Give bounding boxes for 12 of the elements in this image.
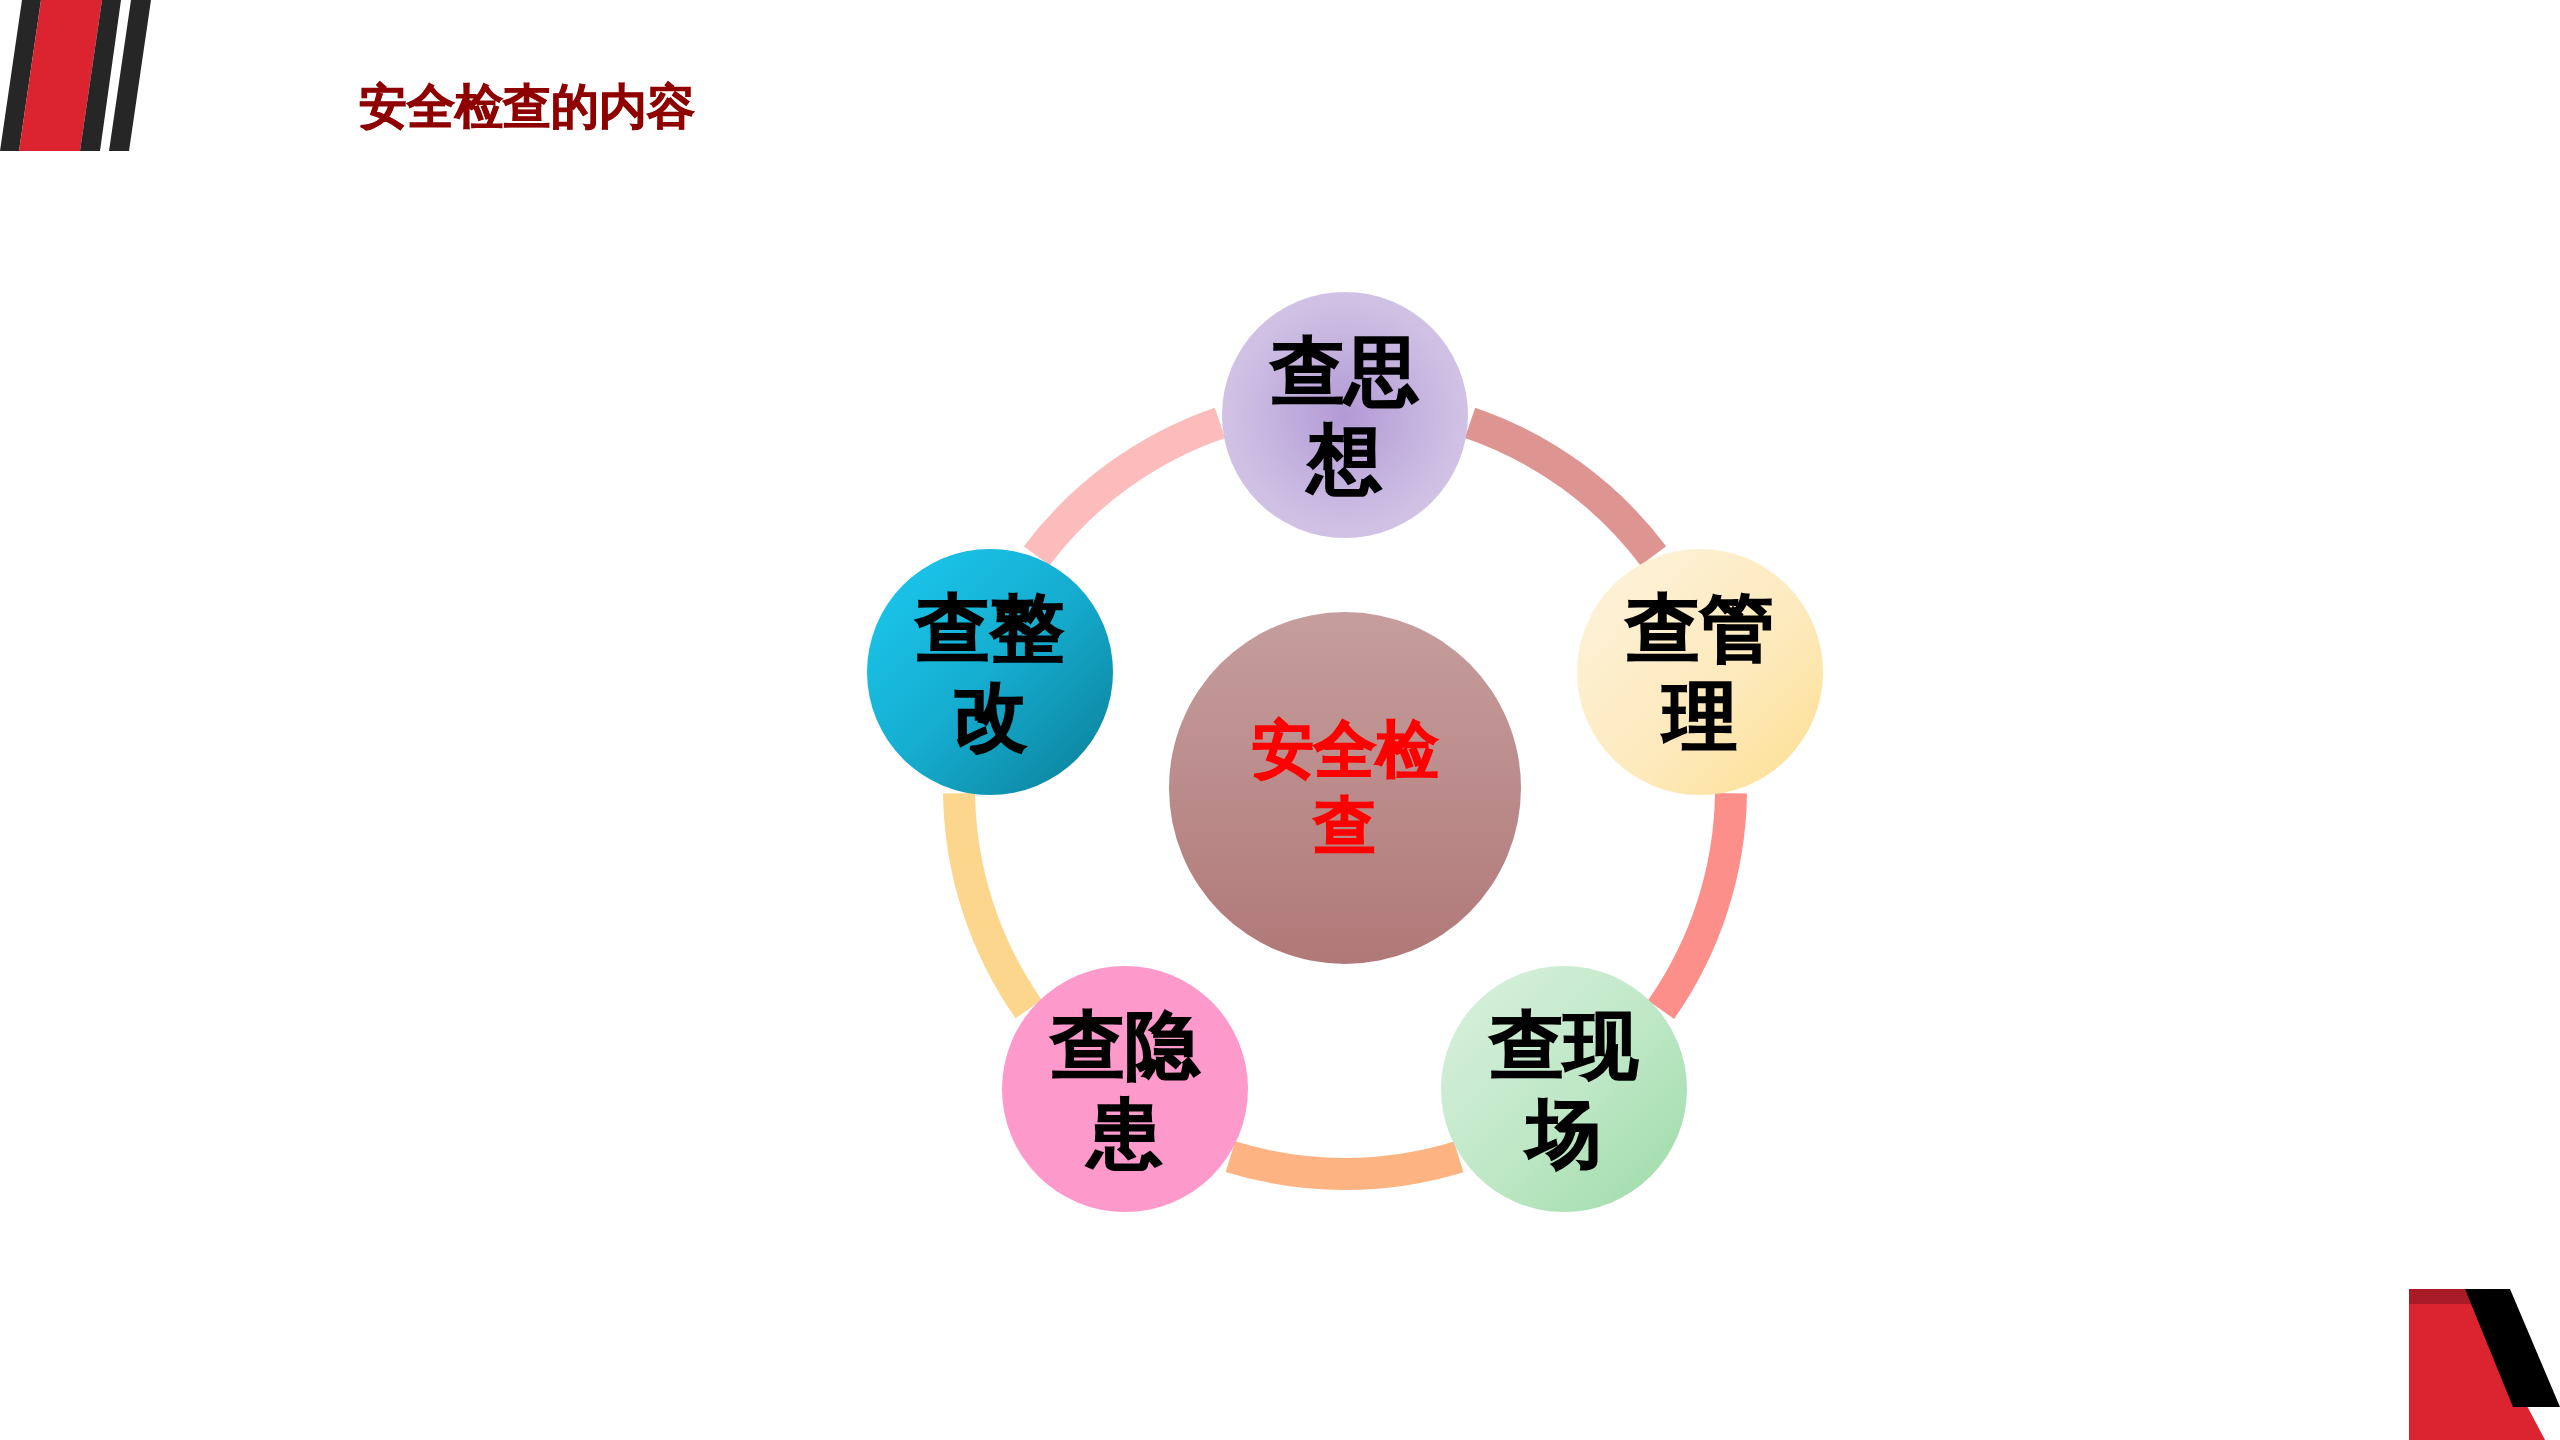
circle-label: 查管理 [1624, 584, 1775, 760]
circle-label: 查现场 [1488, 1001, 1639, 1177]
circle-label: 查整改 [914, 584, 1065, 760]
ring-arc [1647, 792, 1747, 1019]
circle-label: 安全检查 [1251, 712, 1439, 864]
ring-arc [943, 792, 1043, 1018]
ring-arc [1463, 408, 1666, 567]
slide-title: 安全检查的内容 [359, 78, 695, 136]
circle-label: 查思想 [1269, 327, 1420, 503]
circle-label: 查隐患 [1049, 1001, 1201, 1177]
ring-arc [1024, 408, 1227, 567]
ring-arc [1226, 1141, 1463, 1190]
